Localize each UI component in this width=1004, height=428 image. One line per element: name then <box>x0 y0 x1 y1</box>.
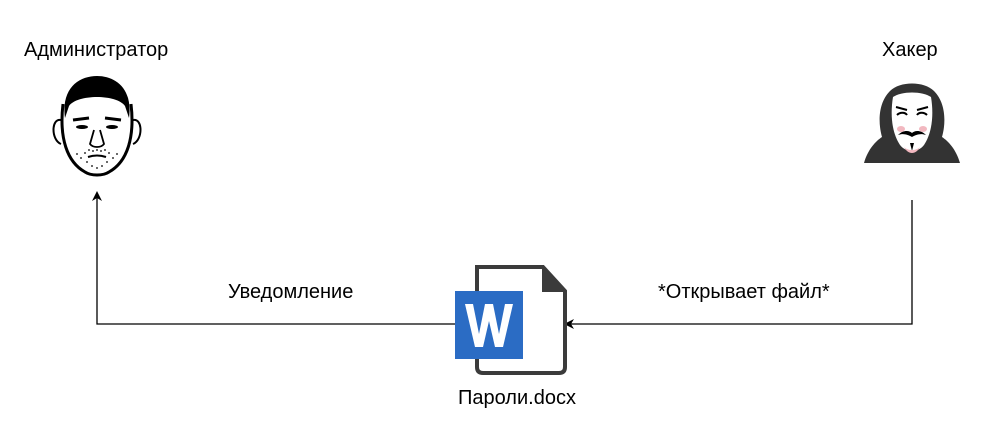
edge-notification-label: Уведомление <box>228 281 354 303</box>
admin-face-icon <box>52 76 142 177</box>
admin-label: Администратор <box>24 39 169 61</box>
edge-opens-file-label: *Открывает файл* <box>658 281 830 303</box>
document-label: Пароли.docx <box>458 387 576 409</box>
hacker-label: Хакер <box>882 39 938 61</box>
edge-notification <box>92 191 455 325</box>
word-document-icon <box>455 265 567 375</box>
edge-opens-file <box>564 200 913 329</box>
hacker-mask-icon <box>864 83 960 163</box>
